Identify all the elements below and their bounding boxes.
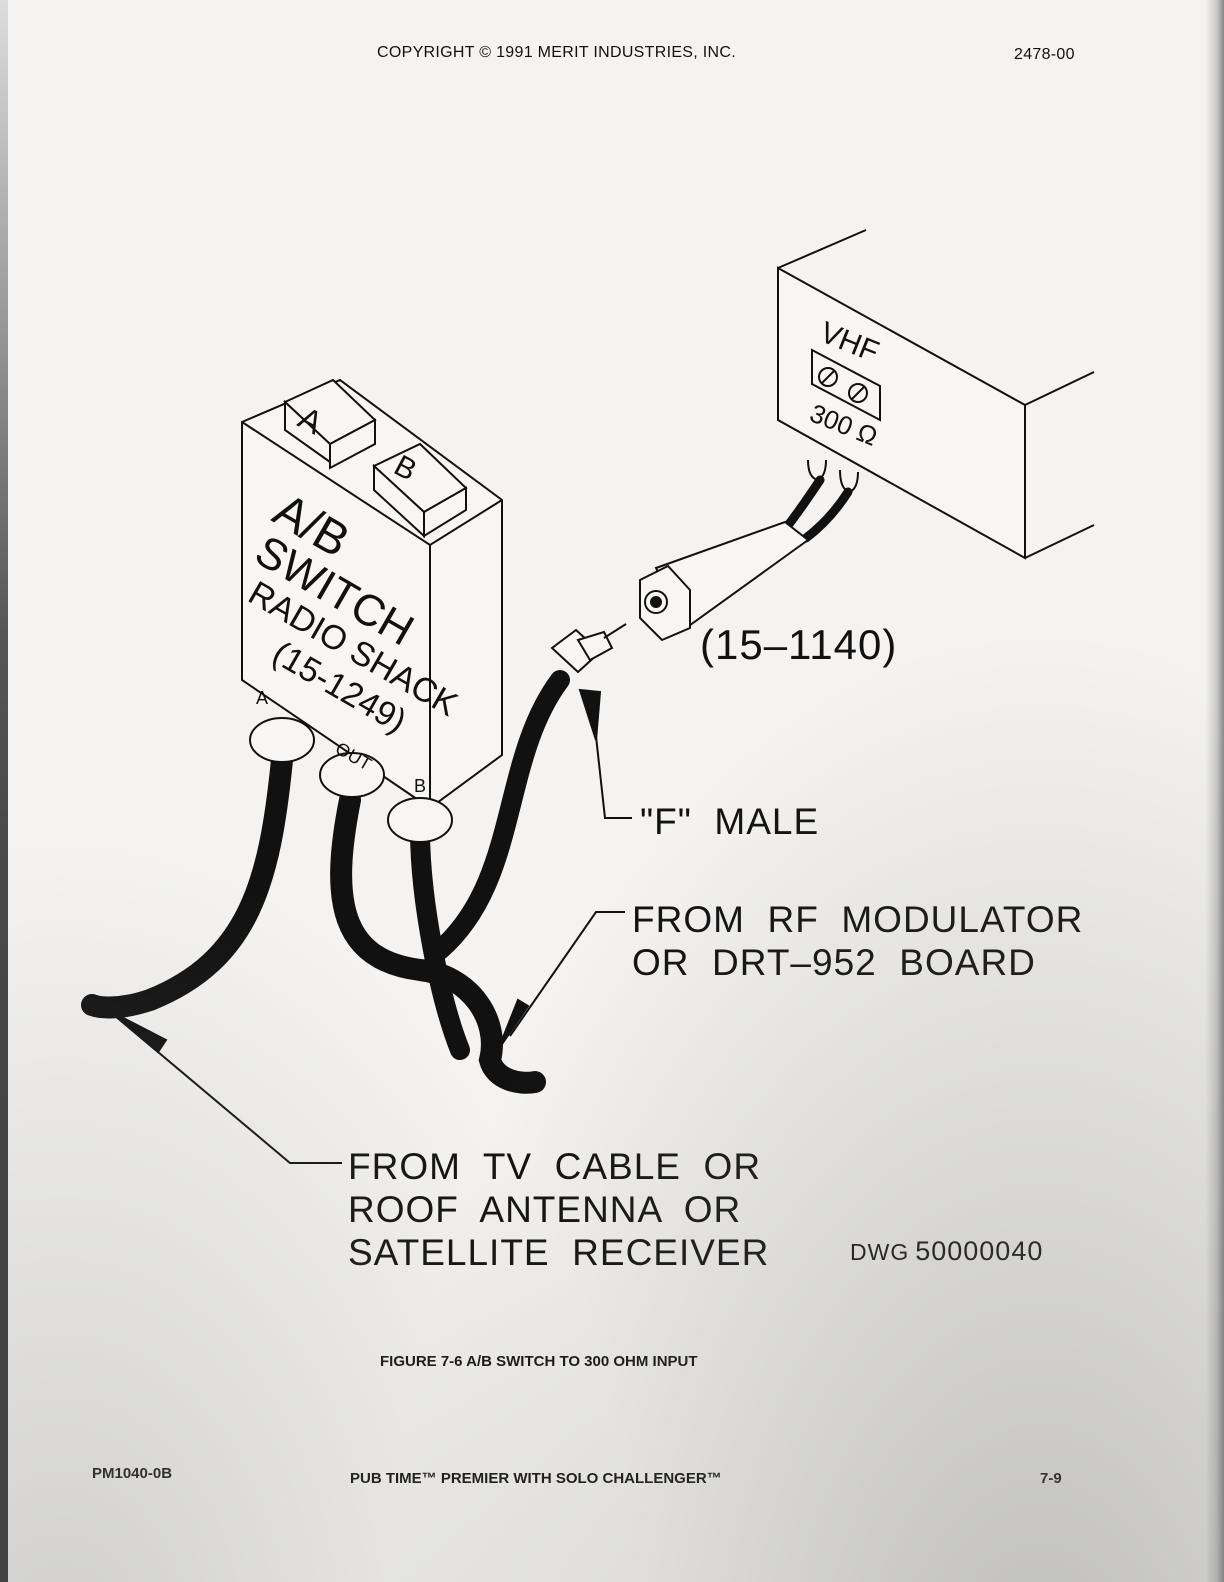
rf-source-label: FROM RF MODULATOR OR DRT–952 BOARD xyxy=(632,899,1084,983)
figure-caption: FIGURE 7-6 A/B SWITCH TO 300 OHM INPUT xyxy=(380,1353,698,1370)
tv-set xyxy=(639,229,1095,642)
vhf-terminal-block xyxy=(811,348,881,422)
coax-cables xyxy=(81,670,570,1094)
drawing-prefix: DWG xyxy=(850,1239,910,1265)
document-number: 2478-00 xyxy=(1014,46,1075,63)
ab-switch xyxy=(241,378,503,843)
page-edge-shadow xyxy=(1206,0,1224,1582)
leader-lines xyxy=(107,688,632,1164)
footer-part-number: PM1040-0B xyxy=(92,1465,173,1482)
binding-edge xyxy=(0,0,8,1582)
footer-product-name: PUB TIME™ PREMIER WITH SOLO CHALLENGER™ xyxy=(350,1470,722,1487)
f-connector xyxy=(550,623,627,674)
port-b-label: B xyxy=(414,776,426,796)
footer-page-number: 7-9 xyxy=(1040,1470,1062,1487)
port-a-label: A xyxy=(256,688,268,708)
connector-part-label: (15–1140) xyxy=(700,621,898,668)
drawing-number-value: 50000040 xyxy=(915,1236,1044,1266)
matching-transformer xyxy=(639,520,810,642)
tv-source-label: FROM TV CABLE OR ROOF ANTENNA OR SATELLI… xyxy=(348,1146,770,1273)
f-male-label: "F" MALE xyxy=(640,801,820,842)
copyright-line: COPYRIGHT © 1991 MERIT INDUSTRIES, INC. xyxy=(377,44,736,61)
